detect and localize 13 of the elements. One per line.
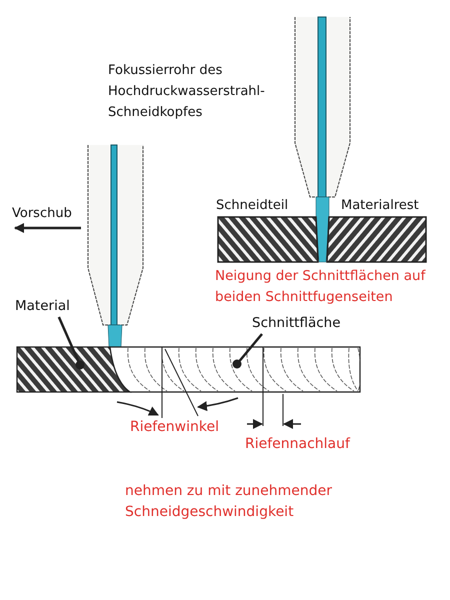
- leader-line: [232, 333, 263, 368]
- leader-line: [58, 316, 84, 370]
- dimension-label: Riefenwinkel: [130, 418, 220, 437]
- part-label: Schneidteil: [216, 197, 290, 215]
- nozzle-caption: Fokussierrohr des Hochdruckwasserstrahl-Schneidkopfes: [108, 62, 266, 122]
- part-label: Material: [15, 296, 70, 317]
- part-label: Schnittfläche: [252, 313, 341, 334]
- note-text: nehmen zu mit zunehmender Schneidgeschwindigkeit: [125, 482, 334, 522]
- note-text: Neigung der Schnittflächen auf beiden Schnittfugenseiten: [215, 267, 427, 307]
- striated-cut-surface: [109, 346, 361, 393]
- dimension-label: Riefennachlauf: [245, 435, 352, 454]
- feed-label: Vorschub: [12, 205, 73, 223]
- part-label: Materialrest: [341, 197, 420, 215]
